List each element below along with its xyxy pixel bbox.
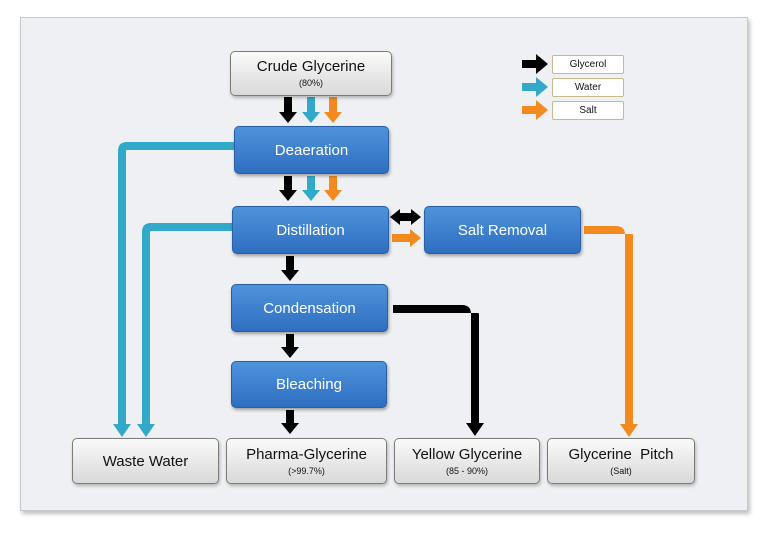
waste-water-node: Waste Water — [72, 438, 219, 484]
deaeration-node: Deaeration — [234, 126, 389, 174]
yellow-glycerine-sub: (85 - 90%) — [445, 465, 489, 476]
bleaching-label: Bleaching — [276, 376, 342, 393]
glycerine-pitch-sub: (Salt) — [610, 465, 632, 476]
pharma-glycerine-sub: (>99.7%) — [288, 465, 325, 476]
distillation-label: Distillation — [276, 221, 345, 239]
distillation-node: Distillation — [232, 206, 389, 254]
condensation-label: Condensation — [263, 299, 356, 317]
pharma-glycerine-label: Pharma-Glycerine — [246, 445, 367, 463]
crude-glycerine-label: Crude Glycerine — [256, 58, 366, 75]
salt-removal-node: Salt Removal — [424, 206, 581, 254]
legend-label-glycerol: Glycerol — [552, 55, 624, 74]
glycerine-pitch-label: Glycerine Pitch — [568, 445, 674, 463]
crude-glycerine-sub: (80%) — [298, 78, 323, 88]
yellow-glycerine-label: Yellow Glycerine — [411, 445, 523, 463]
deaeration-label: Deaeration — [274, 141, 349, 159]
crude-glycerine-node: Crude Glycerine (80%) — [230, 51, 392, 96]
waste-water-label: Waste Water — [102, 452, 189, 470]
salt-removal-label: Salt Removal — [457, 221, 548, 239]
yellow-glycerine-node: Yellow Glycerine (85 - 90%) — [394, 438, 540, 484]
glycerine-pitch-node: Glycerine Pitch (Salt) — [547, 438, 695, 484]
condensation-node: Condensation — [231, 284, 388, 332]
legend-label-water: Water — [552, 78, 624, 97]
legend-label-salt: Salt — [552, 101, 624, 120]
bleaching-node: Bleaching — [231, 361, 387, 408]
pharma-glycerine-node: Pharma-Glycerine (>99.7%) — [226, 438, 387, 484]
